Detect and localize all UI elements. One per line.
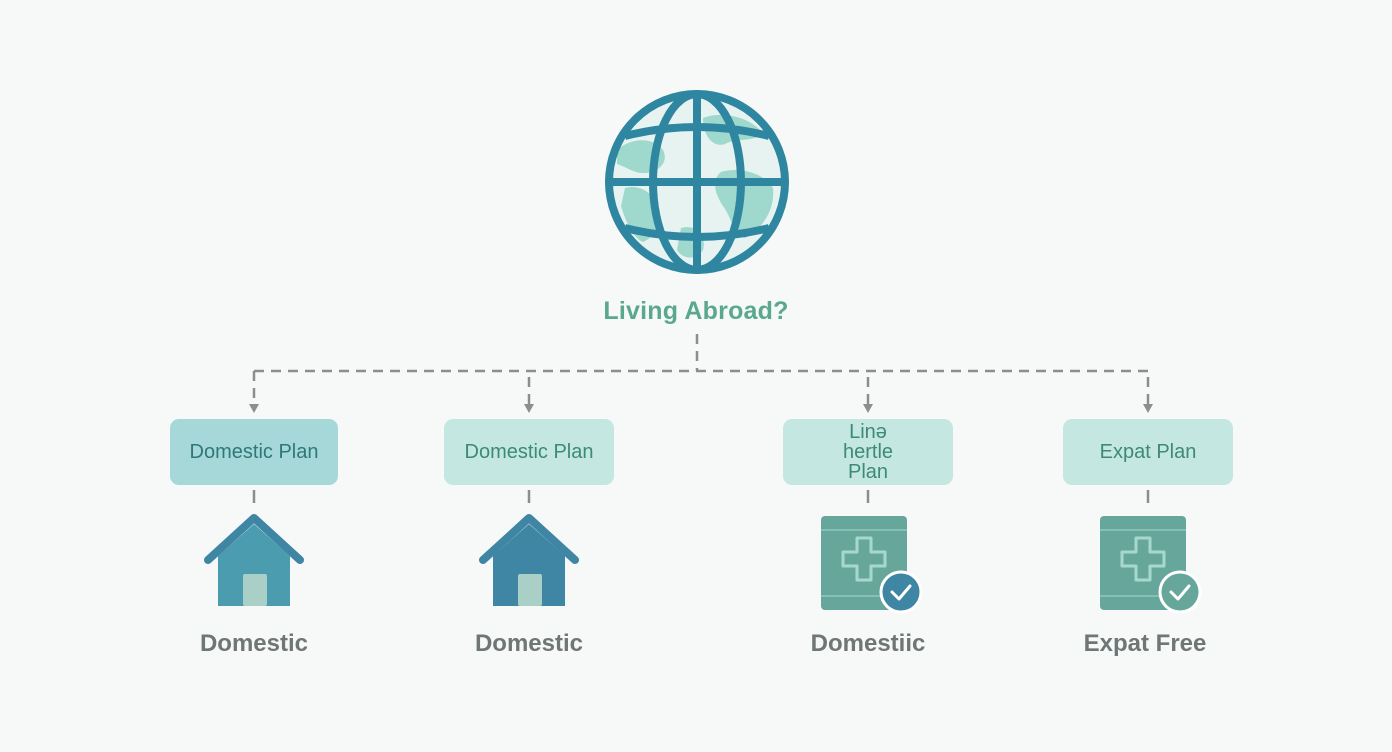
- plan-box-2: Domestic Plan: [444, 419, 614, 485]
- outcome-label-1: Domestic: [199, 630, 309, 657]
- outcome-label-4: Expat Free: [1083, 630, 1207, 657]
- medical-card-check-icon: [1099, 512, 1203, 621]
- arrow-head-1: [249, 404, 259, 413]
- outcome-label-3: Domestiic: [810, 630, 926, 657]
- arrow-head-2: [524, 404, 534, 413]
- plan-box-4: Expat Plan: [1063, 419, 1233, 485]
- house-icon: [204, 512, 304, 613]
- plan-box-3: Linə hertle Plan: [783, 419, 953, 485]
- outcome-label-2: Domestic: [474, 630, 584, 657]
- root-question: Living Abroad?: [603, 297, 789, 325]
- arrow-head-4: [1143, 404, 1153, 413]
- globe-icon: [603, 88, 791, 276]
- arrow-head-3: [863, 404, 873, 413]
- medical-card-check-icon: [820, 512, 924, 621]
- house-icon: [479, 512, 579, 613]
- plan-box-1: Domestic Plan: [170, 419, 338, 485]
